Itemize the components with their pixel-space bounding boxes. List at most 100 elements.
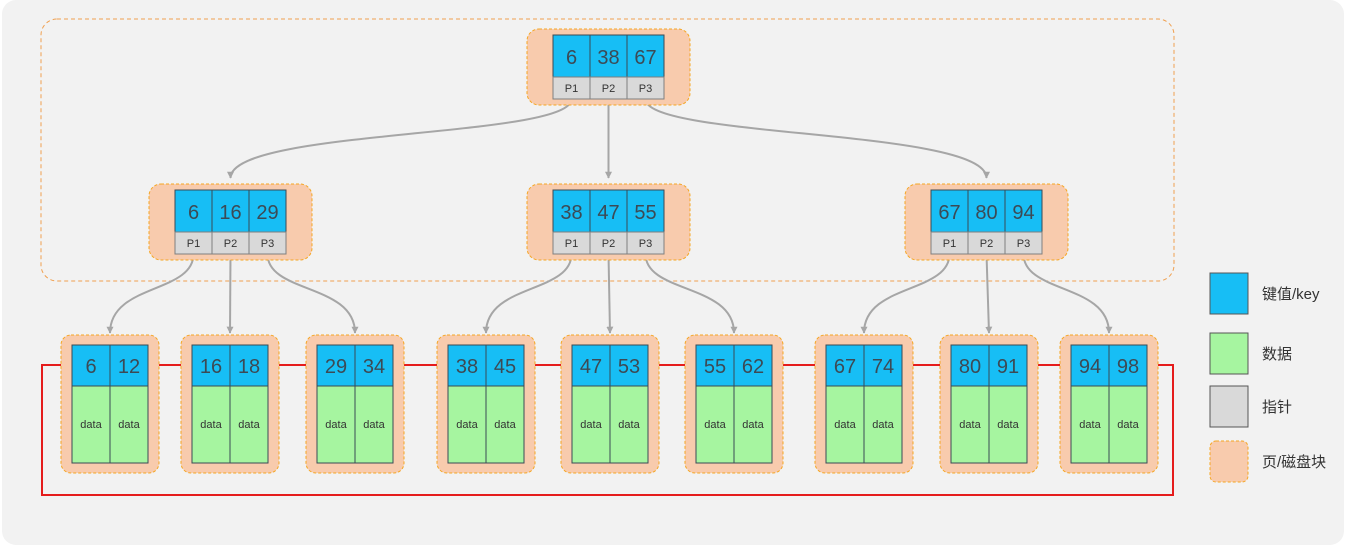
- data-label: data: [494, 419, 516, 431]
- key-label: 80: [975, 202, 997, 224]
- tree-edge: [106, 253, 195, 334]
- data-cell: [191, 385, 231, 464]
- key-label: 16: [219, 202, 241, 224]
- pointer-label: P3: [639, 83, 652, 95]
- tree-edge: [227, 98, 573, 179]
- leaf-wraparound-link: [41, 361, 1174, 496]
- key-cell: [248, 189, 287, 233]
- key-label: 53: [618, 356, 640, 378]
- data-label: data: [580, 419, 602, 431]
- tree-edge: [644, 98, 990, 179]
- key-label: 45: [494, 356, 516, 378]
- key-label: 29: [325, 356, 347, 378]
- data-label: data: [238, 419, 260, 431]
- key-cell: [930, 189, 969, 233]
- pointer-label: P2: [980, 238, 993, 250]
- data-label: data: [325, 419, 347, 431]
- tree-edge: [860, 253, 951, 334]
- key-label: 55: [704, 356, 726, 378]
- key-label: 67: [938, 202, 960, 224]
- data-cell: [485, 385, 525, 464]
- key-cell: [589, 34, 628, 78]
- legend-swatch-data: [1209, 332, 1249, 375]
- data-label: data: [834, 419, 856, 431]
- key-label: 16: [200, 356, 222, 378]
- key-label: 62: [742, 356, 764, 378]
- key-label: 98: [1117, 356, 1139, 378]
- data-cell: [109, 385, 149, 464]
- key-label: 74: [872, 356, 894, 378]
- data-cell: [695, 385, 735, 464]
- key-cell: [552, 189, 591, 233]
- data-cell: [733, 385, 773, 464]
- data-cell: [447, 385, 487, 464]
- key-label: 80: [959, 356, 981, 378]
- data-cell: [863, 385, 903, 464]
- legend-label: 页/磁盘块: [1262, 453, 1326, 471]
- leaf-node: 67 74 data data: [814, 334, 914, 474]
- data-label: data: [959, 419, 981, 431]
- leaf-node: 80 91 data data: [939, 334, 1039, 474]
- data-cell: [825, 385, 865, 464]
- key-label: 6: [188, 202, 199, 224]
- key-cell: [191, 344, 231, 387]
- tree-edge: [985, 253, 993, 334]
- legend-swatch-pointer: [1209, 385, 1249, 428]
- data-cell: [1070, 385, 1110, 464]
- key-label: 34: [363, 356, 385, 378]
- tree-edge: [1022, 253, 1113, 334]
- data-cell: [950, 385, 990, 464]
- data-cell: [229, 385, 269, 464]
- leaf-node: 29 34 data data: [305, 334, 405, 474]
- key-label: 29: [256, 202, 278, 224]
- data-cell: [71, 385, 111, 464]
- tree-edge: [606, 253, 614, 334]
- legend-label: 指针: [1262, 399, 1292, 416]
- tree-edge: [226, 253, 234, 334]
- tree-edge: [482, 253, 573, 334]
- key-cell: [733, 344, 773, 387]
- key-label: 91: [997, 356, 1019, 378]
- key-cell: [485, 344, 525, 387]
- data-label: data: [1117, 419, 1139, 431]
- key-cell: [211, 189, 250, 233]
- key-cell: [695, 344, 735, 387]
- pointer-label: P2: [602, 238, 615, 250]
- legend-swatch-key: [1209, 272, 1249, 315]
- data-label: data: [363, 419, 385, 431]
- data-label: data: [997, 419, 1019, 431]
- key-cell: [552, 34, 591, 78]
- pointer-label: P1: [565, 238, 578, 250]
- leaf-node: 94 98 data data: [1059, 334, 1159, 474]
- data-label: data: [618, 419, 640, 431]
- legend-swatch-page: [1209, 440, 1249, 483]
- legend-label: 数据: [1262, 346, 1292, 363]
- pointer-cell: [626, 231, 665, 255]
- key-cell: [950, 344, 990, 387]
- data-label: data: [1079, 419, 1101, 431]
- key-cell: [967, 189, 1006, 233]
- key-cell: [589, 189, 628, 233]
- key-cell: [354, 344, 394, 387]
- key-label: 47: [597, 202, 619, 224]
- key-label: 67: [634, 47, 656, 69]
- pointer-label: P1: [565, 83, 578, 95]
- pointer-label: P2: [224, 238, 237, 250]
- data-label: data: [872, 419, 894, 431]
- key-label: 55: [634, 202, 656, 224]
- key-label: 94: [1079, 356, 1101, 378]
- pointer-label: P1: [943, 238, 956, 250]
- key-label: 38: [560, 202, 582, 224]
- legend-label: 键值/key: [1262, 286, 1320, 303]
- key-label: 38: [597, 47, 619, 69]
- pointer-label: P1: [187, 238, 200, 250]
- key-cell: [609, 344, 649, 387]
- key-label: 67: [834, 356, 856, 378]
- pointer-cell: [1004, 231, 1043, 255]
